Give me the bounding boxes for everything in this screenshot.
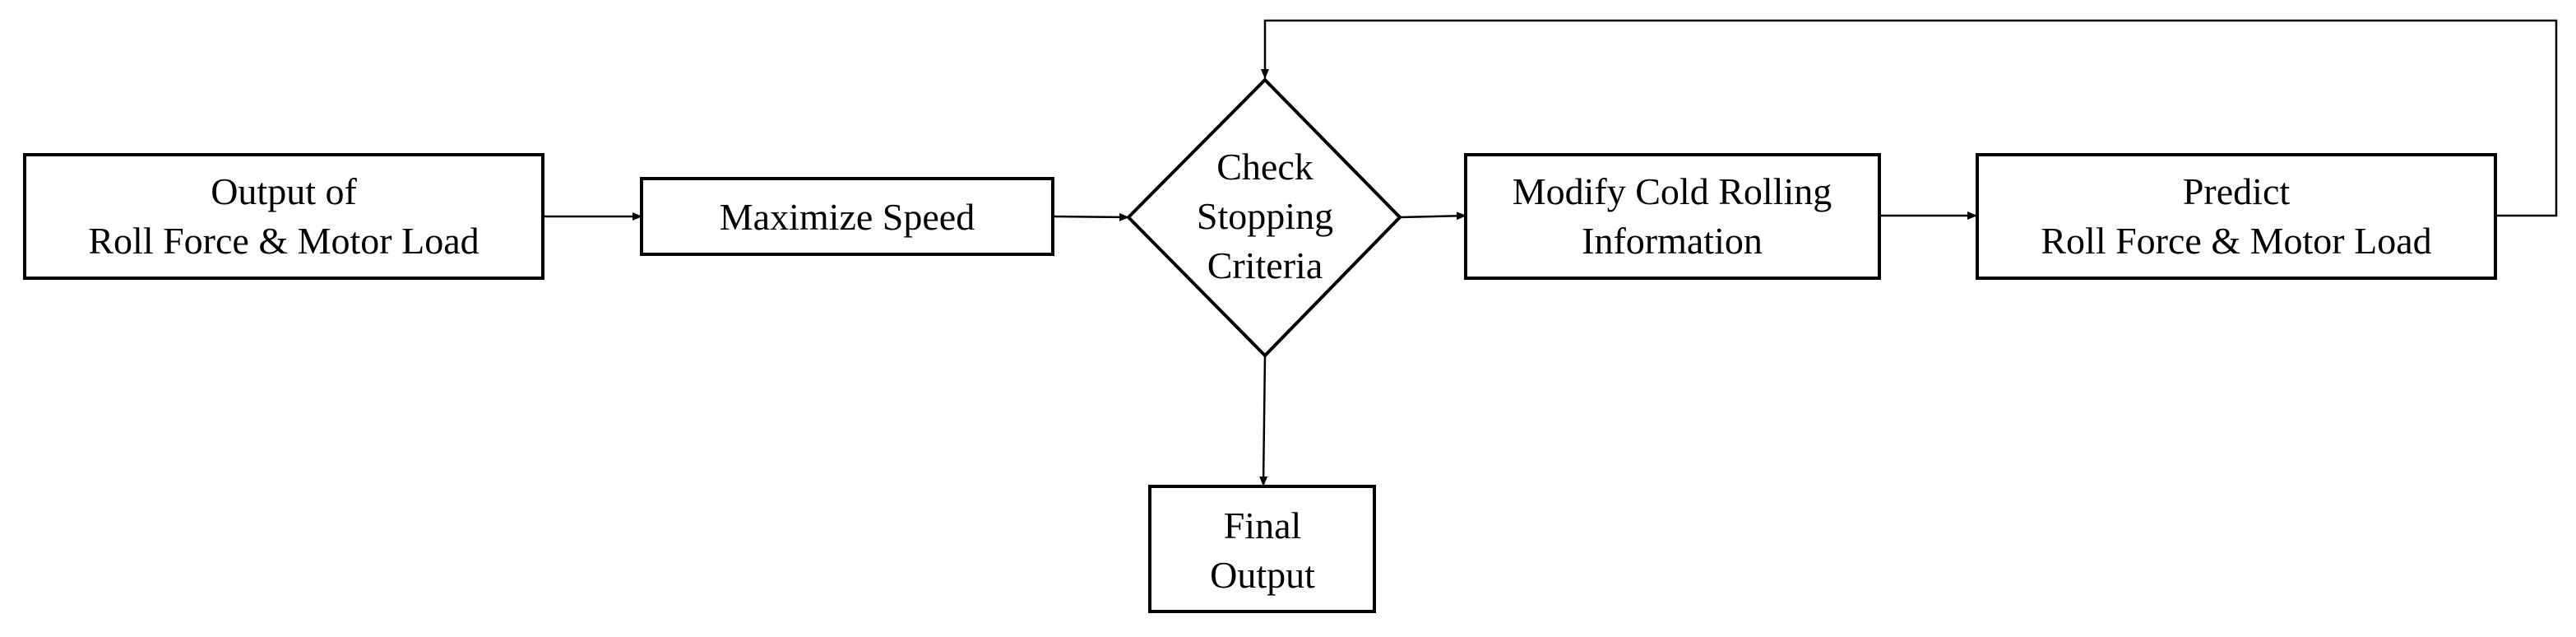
node-output-roll-force-line-1: Output of	[211, 170, 357, 212]
node-predict-line-1: Predict	[2183, 170, 2291, 212]
node-check-stopping-criteria: Check Stopping Criteria	[1126, 77, 1402, 358]
node-predict: Predict Roll Force & Motor Load	[1976, 153, 2497, 280]
node-final-line-1: Final	[1224, 504, 1302, 546]
node-check-line-3: Criteria	[1207, 244, 1323, 286]
node-output-roll-force-line-2: Roll Force & Motor Load	[88, 220, 479, 262]
node-check-line-1: Check	[1216, 146, 1313, 188]
node-final-output: Final Output	[1148, 485, 1376, 613]
node-predict-line-2: Roll Force & Motor Load	[2041, 220, 2431, 262]
edge-predict-loop-to-check	[1261, 19, 2558, 217]
edge-check-to-final	[1259, 355, 1268, 486]
node-maximize-speed-label: Maximize Speed	[720, 196, 975, 238]
node-modify-line-2: Information	[1582, 220, 1763, 262]
edge-maximize-to-check	[1052, 212, 1129, 221]
node-final-line-2: Output	[1210, 554, 1315, 596]
node-output-roll-force: Output of Roll Force & Motor Load	[23, 153, 544, 280]
node-check-line-2: Stopping	[1197, 195, 1333, 237]
node-modify-line-1: Modify Cold Rolling	[1513, 170, 1832, 212]
node-modify-cold-rolling: Modify Cold Rolling Information	[1464, 153, 1881, 280]
node-maximize-speed: Maximize Speed	[640, 177, 1054, 256]
edge-check-to-modify	[1399, 212, 1466, 221]
